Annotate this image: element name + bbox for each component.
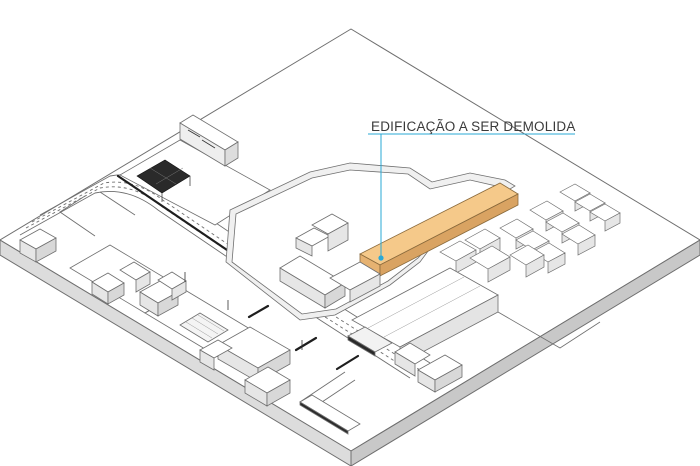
road-lane-2 [25,186,416,375]
road-edge-south [19,190,411,379]
house-row-4 [439,228,545,283]
callout-label: EDIFICAÇÃO A SER DEMOLIDA [371,119,576,134]
base-left-side [0,239,352,466]
billboard-icon [179,114,239,167]
central-buildings [279,213,381,309]
demolish-side [379,193,519,277]
road-lane-1 [31,181,421,371]
east-houses [439,183,621,283]
south-east-buildings [394,311,601,393]
crosswalk-east [335,354,360,371]
solar-canopy-area [119,114,271,226]
crosswalk-center [294,336,318,352]
house-row-1 [559,183,621,232]
demolition-callout: EDIFICAÇÃO A SER DEMOLIDA [368,119,576,261]
house-row-2 [529,200,596,256]
building-to-demolish [359,182,519,277]
median-strip [116,174,232,254]
parking-lot [119,139,271,226]
south-west-blocks [19,228,361,435]
base-right-side [350,239,700,466]
road-markings [116,174,360,371]
long-shed [347,267,499,365]
side-road [59,191,136,237]
solar-panel-icon [136,159,191,202]
callout-dot [378,255,384,261]
crosswalk-west [247,304,270,319]
street-poles [184,272,303,350]
